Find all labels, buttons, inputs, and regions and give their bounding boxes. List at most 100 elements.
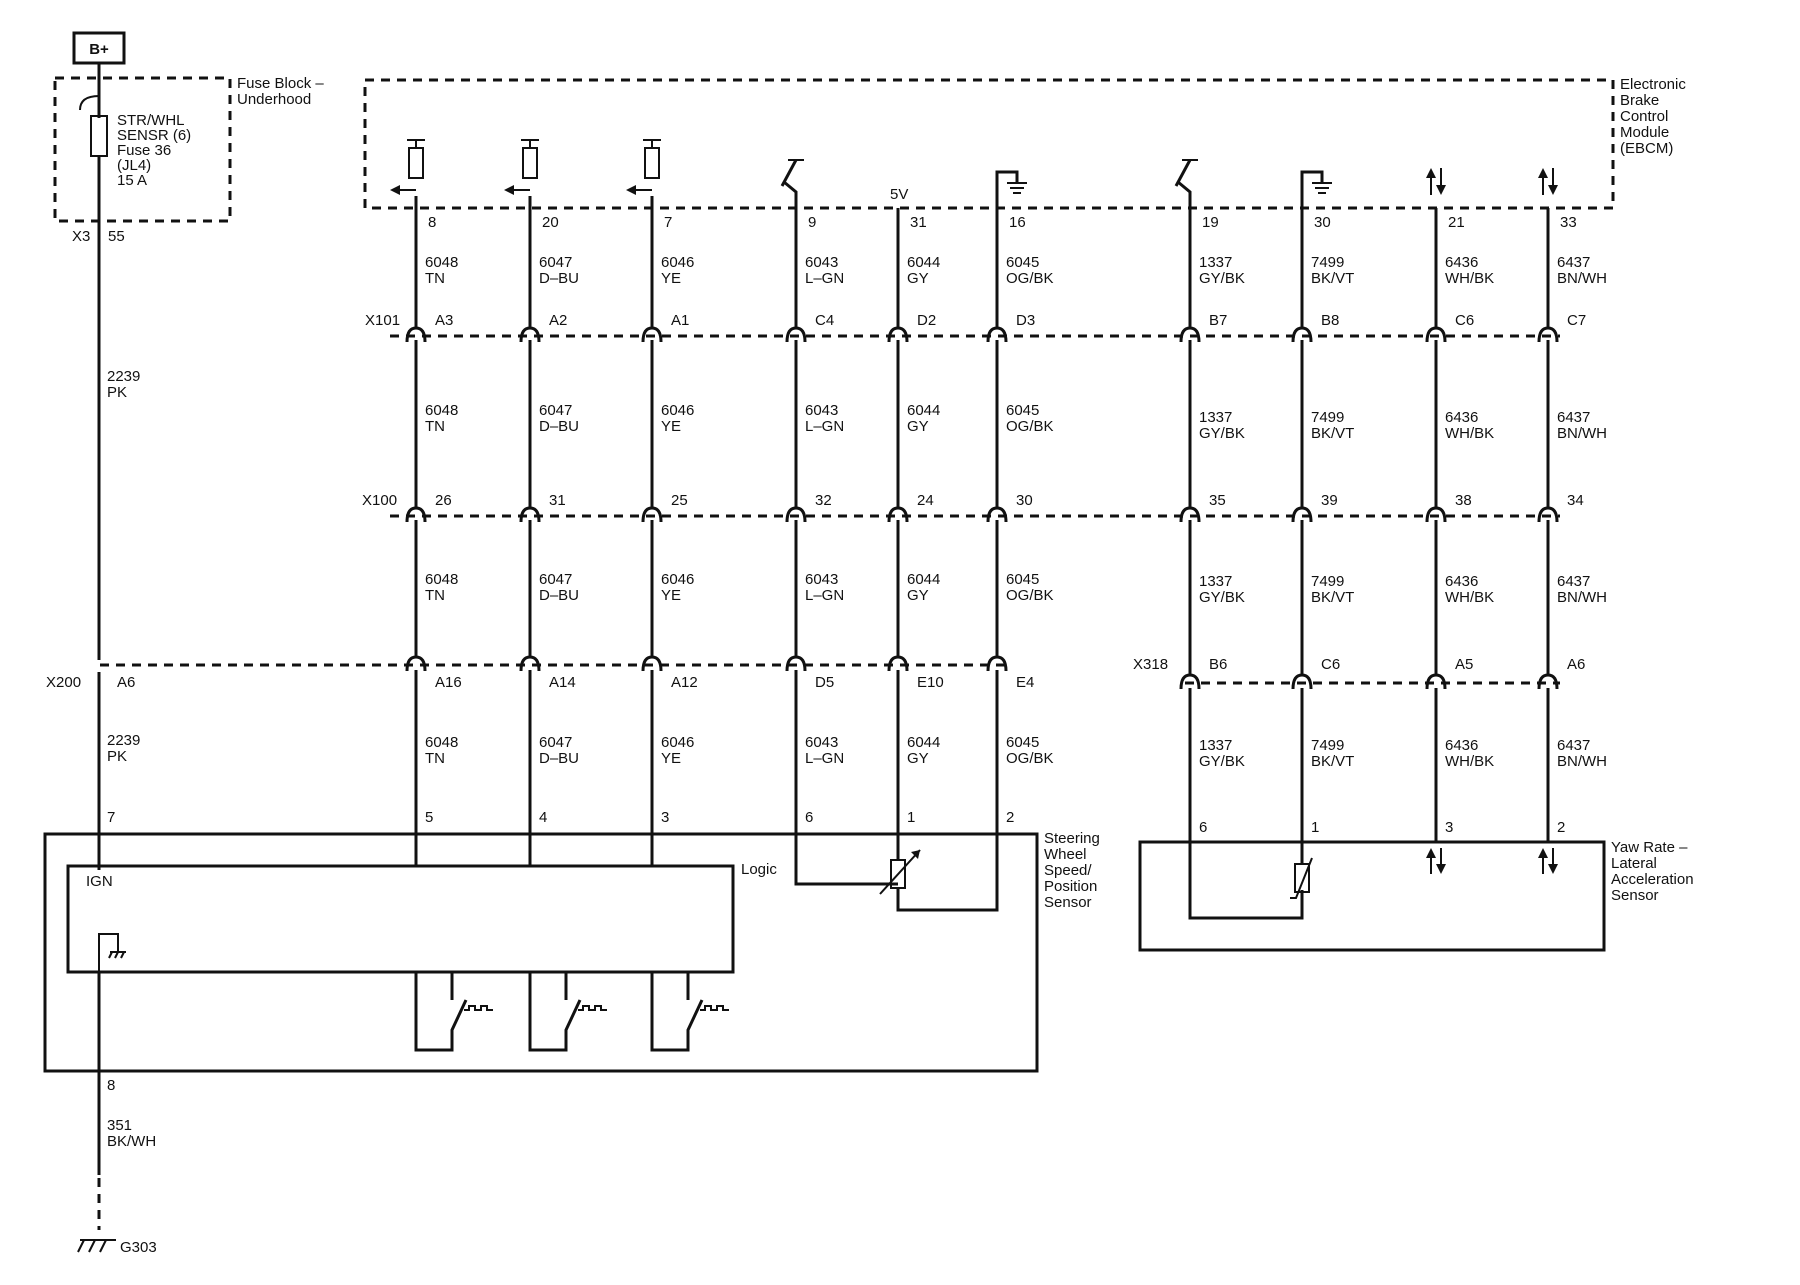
yaw-circuit-1337-x101-pin: B7 <box>1209 312 1227 329</box>
circuit-6046-label-2-circuit: 6046 <box>661 402 694 419</box>
circuit-6043-label-1-circuit: 6043 <box>805 254 838 271</box>
yaw-circuit-6437-label-3-circuit: 6437 <box>1557 573 1590 590</box>
circuit-6048-label-4-circuit: 6048 <box>425 734 458 751</box>
circuit-6048-label-3-circuit: 6048 <box>425 571 458 588</box>
circuit-6046-switch-loop <box>650 972 704 1052</box>
circuit-6043-x101-pin: C4 <box>815 312 834 329</box>
circuit-6043-label-3-circuit: 6043 <box>805 571 838 588</box>
yaw-circuit-7499-label-2-color: BK/VT <box>1311 425 1354 442</box>
yaw-circuit-6436-x100-terminal <box>1425 506 1447 523</box>
yaw-circuit-1337-label-2-circuit: 1337 <box>1199 409 1232 426</box>
ebcm-title-3: Module <box>1620 124 1669 141</box>
battery-label: B+ <box>89 41 109 58</box>
ebcm-5v-label: 5V <box>890 186 908 203</box>
circuit-6048-switch-loop <box>414 972 468 1052</box>
yaw-circuit-1337-x101-terminal <box>1179 326 1201 343</box>
yaw-circuit-6437-sensor-pin: 2 <box>1557 819 1565 836</box>
fuse-line-1: SENSR (6) <box>117 127 191 144</box>
circuit-6045-label-4-circuit: 6045 <box>1006 734 1039 751</box>
circuit-6046-x200-terminal <box>641 655 663 672</box>
yaw-circuit-6436-x101-pin: C6 <box>1455 312 1474 329</box>
circuit-6045-label-2-color: OG/BK <box>1006 418 1054 435</box>
ebcm-title-0: Electronic <box>1620 76 1686 93</box>
circuit-6044-x101-terminal <box>887 326 909 343</box>
yaw-circuit-7499-label-2-circuit: 7499 <box>1311 409 1344 426</box>
circuit-6047-label-4-color: D–BU <box>539 750 579 767</box>
yaw-circuit-1337-label-3-color: GY/BK <box>1199 589 1245 606</box>
main-wire-lower-color: PK <box>107 748 127 765</box>
circuit-6048-resistor <box>408 147 424 179</box>
circuit-6046-pulse-icon <box>700 1005 729 1011</box>
wire-1337-internal <box>1188 842 1304 920</box>
circuit-6045-x100-pin: 30 <box>1016 492 1033 509</box>
fuse-block-title-2: Underhood <box>237 91 311 108</box>
fuse-block-box <box>53 76 232 223</box>
circuit-6044-label-2-color: GY <box>907 418 929 435</box>
circuit-6044-ebcm-pin: 31 <box>910 214 927 231</box>
circuit-6045-x100-terminal <box>986 506 1008 523</box>
circuit-6047-pulse-icon <box>578 1005 607 1011</box>
circuit-6048-label-2-color: TN <box>425 418 445 435</box>
circuit-6048-x101-terminal <box>405 326 427 343</box>
circuit-6048-x101-pin: A3 <box>435 312 453 329</box>
circuit-6045-label-3-circuit: 6045 <box>1006 571 1039 588</box>
main-wire-x200-pin: A6 <box>117 674 135 691</box>
circuit-6047-label-4-circuit: 6047 <box>539 734 572 751</box>
circuit-6043-label-1-color: L–GN <box>805 270 844 287</box>
fuse-connector-label: X3 <box>72 228 90 245</box>
g303-label: G303 <box>120 1239 157 1256</box>
yaw-circuit-6436-x100-pin: 38 <box>1455 492 1472 509</box>
yaw-circuit-6437-sensor-bidir-downhead <box>1548 864 1558 874</box>
yaw-circuit-6437-x100-pin: 34 <box>1567 492 1584 509</box>
yaw-circuit-6436-x318-pin: A5 <box>1455 656 1473 673</box>
circuit-6046-x101-pin: A1 <box>671 312 689 329</box>
yaw-title-1: Lateral <box>1611 855 1657 872</box>
steering-title-1: Wheel <box>1044 846 1087 863</box>
circuit-6046-label-4-color: YE <box>661 750 681 767</box>
yaw-circuit-1337-label-4-circuit: 1337 <box>1199 737 1232 754</box>
circuit-6044-label-3-color: GY <box>907 587 929 604</box>
yaw-circuit-6437-label-2-color: BN/WH <box>1557 425 1607 442</box>
circuit-6045-x101-pin: D3 <box>1016 312 1035 329</box>
dynamic-elements: 86048TNA36048TN266048TNA166048TN5206047D… <box>390 139 1607 1052</box>
steering-title-2: Speed/ <box>1044 862 1092 879</box>
yaw-circuit-1337-switch <box>1177 180 1192 208</box>
circuit-6044-label-4-color: GY <box>907 750 929 767</box>
yaw-circuit-1337-label-1-circuit: 1337 <box>1199 254 1232 271</box>
fuse-hook <box>79 95 100 111</box>
circuit-6043-label-2-color: L–GN <box>805 418 844 435</box>
circuit-6045-x101-terminal <box>986 326 1008 343</box>
yaw-circuit-6437-label-4-circuit: 6437 <box>1557 737 1590 754</box>
yaw-circuit-7499-label-3-circuit: 7499 <box>1311 573 1344 590</box>
yaw-circuit-6437-x101-terminal <box>1537 326 1559 343</box>
yaw-circuit-7499-label-4-circuit: 7499 <box>1311 737 1344 754</box>
yaw-circuit-1337-label-3-circuit: 1337 <box>1199 573 1232 590</box>
fuse-line-3: (JL4) <box>117 157 151 174</box>
yaw-circuit-6437-bidir-uphead <box>1538 168 1548 178</box>
steering-sensor-box <box>43 832 1039 1073</box>
yaw-circuit-1337-x100-pin: 35 <box>1209 492 1226 509</box>
circuit-6047-x100-terminal <box>519 506 541 523</box>
yaw-circuit-7499-x318-pin: C6 <box>1321 656 1340 673</box>
circuit-6048-label-4-color: TN <box>425 750 445 767</box>
yaw-circuit-6436-x318-terminal <box>1425 673 1447 690</box>
circuit-6044-label-1-circuit: 6044 <box>907 254 940 271</box>
yaw-circuit-6436-label-3-color: WH/BK <box>1445 589 1494 606</box>
circuit-6046-label-3-circuit: 6046 <box>661 571 694 588</box>
circuit-6044-label-3-circuit: 6044 <box>907 571 940 588</box>
yaw-title-2: Acceleration <box>1611 871 1694 888</box>
circuit-6047-x101-pin: A2 <box>549 312 567 329</box>
yaw-circuit-7499-x101-pin: B8 <box>1321 312 1339 329</box>
fuse-pin-label: 55 <box>108 228 125 245</box>
yaw-circuit-6437-label-1-color: BN/WH <box>1557 270 1607 287</box>
yaw-circuit-6437-label-4-color: BN/WH <box>1557 753 1607 770</box>
fuse-icon <box>90 115 108 157</box>
circuit-6047-x101-terminal <box>519 326 541 343</box>
circuit-6046-x200-pin: A12 <box>671 674 698 691</box>
thermistor-stroke <box>1290 857 1313 899</box>
fuse-block-title-1: Fuse Block – <box>237 75 324 92</box>
circuit-6043-x101-terminal <box>785 326 807 343</box>
circuit-6045-x200-pin: E4 <box>1016 674 1034 691</box>
x200-label: X200 <box>46 674 81 691</box>
circuit-6044-x200-terminal <box>887 655 909 672</box>
